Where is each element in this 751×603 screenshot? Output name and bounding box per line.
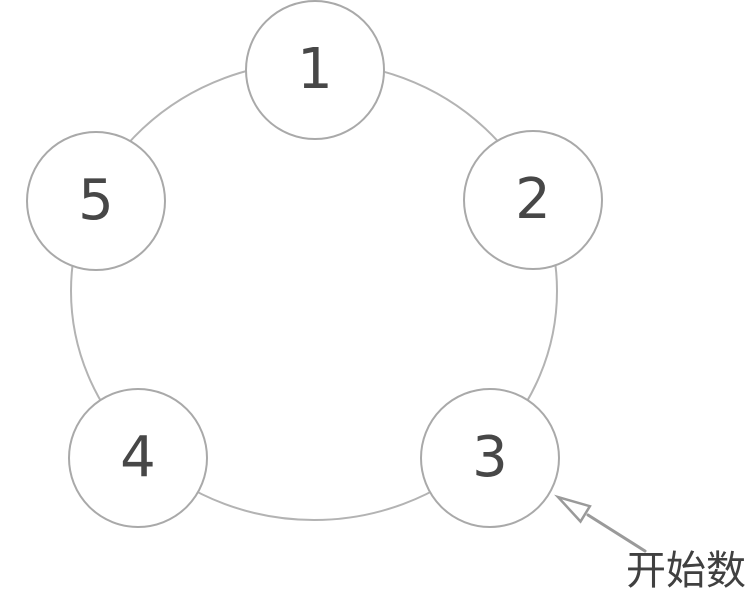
node-label: 2: [515, 167, 551, 232]
circle-node-1: 1: [245, 0, 385, 140]
node-label: 4: [120, 425, 156, 490]
annotation-label: 开始数: [626, 548, 746, 594]
circle-node-4: 4: [68, 388, 208, 528]
node-label: 5: [78, 168, 114, 233]
circle-node-3: 3: [420, 388, 560, 528]
node-label: 3: [472, 425, 508, 490]
arrow-head-icon: [554, 494, 592, 524]
arrow-shaft: [586, 513, 647, 553]
node-label: 1: [297, 37, 333, 102]
circle-node-5: 5: [26, 131, 166, 271]
annotation-arrow: [554, 494, 647, 553]
circle-node-2: 2: [463, 130, 603, 270]
